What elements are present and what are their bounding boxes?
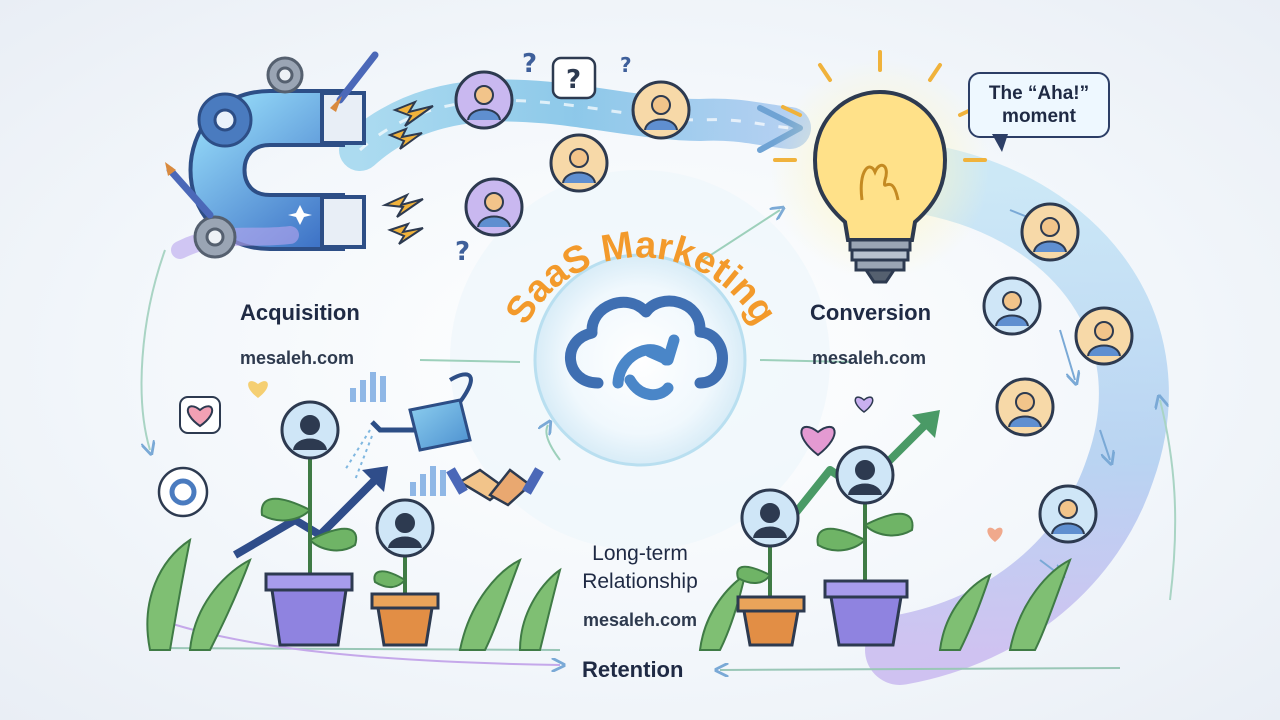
foliage-right <box>698 557 1072 651</box>
person-avatar-icon <box>1020 202 1080 262</box>
growth-arrow-left <box>232 472 383 559</box>
heart-icon <box>987 527 1003 542</box>
plant-pot-purple-left <box>260 450 358 647</box>
avatar-group <box>280 70 1134 558</box>
person-avatar-icon <box>375 498 435 558</box>
bar-chart-icon <box>410 466 446 496</box>
heart-icon <box>854 396 874 413</box>
heart-icon <box>248 381 268 398</box>
handshake-icon <box>446 467 544 507</box>
gear-icon <box>193 215 237 259</box>
growth-arrow-right-head <box>912 410 940 438</box>
magnet-icon <box>188 89 366 251</box>
acquisition-site-label: mesaleh.com <box>240 348 355 368</box>
relationship-label-line1: Long-term <box>592 542 688 565</box>
lightning-icon <box>381 99 434 245</box>
person-avatar-icon <box>549 133 609 193</box>
plant-pot-orange-left <box>370 555 440 647</box>
aha-bubble-tail <box>992 134 1008 152</box>
gear-icon <box>197 92 253 148</box>
aha-moment-bubble: The “Aha!” moment <box>968 72 1110 138</box>
cloud-sync-icon <box>564 295 728 401</box>
heart-icon <box>179 396 221 434</box>
heart-icon <box>800 425 836 457</box>
person-avatar-icon <box>1074 306 1134 366</box>
plant-pot-purple-right <box>816 500 914 647</box>
growth-arrow-left-head <box>362 466 388 492</box>
svg-text:?: ? <box>455 237 470 267</box>
conversion-site-label: mesaleh.com <box>812 348 927 368</box>
question-bubble: ? <box>551 56 597 100</box>
svg-text:SaaS Marketing: SaaS Marketing <box>498 224 785 331</box>
retention-label: Retention <box>582 657 684 682</box>
svg-text:?: ? <box>522 49 537 79</box>
person-avatar-icon <box>280 400 340 460</box>
foliage-left <box>146 537 562 651</box>
relationship-site-label: mesaleh.com <box>582 610 698 630</box>
svg-text:?: ? <box>566 65 581 95</box>
aha-bubble-line2: moment <box>1002 106 1076 127</box>
person-avatar-icon <box>982 276 1042 336</box>
person-avatar-icon <box>464 177 524 237</box>
watering-can-icon <box>344 372 473 481</box>
lightbulb-icon <box>770 50 990 284</box>
paintbrush-icon <box>330 51 379 112</box>
person-avatar-icon <box>835 445 895 505</box>
paintbrush-icon <box>165 162 214 219</box>
person-avatar-icon <box>995 377 1055 437</box>
plant-pot-orange-right <box>736 545 806 647</box>
person-avatar-icon <box>1038 484 1098 544</box>
svg-text:?: ? <box>620 53 632 77</box>
aha-bubble-line1: The “Aha!” <box>988 83 1090 104</box>
gear-icon <box>266 56 304 94</box>
saas-marketing-title: SaaS Marketing <box>490 205 790 365</box>
gear-icon <box>157 466 209 518</box>
bar-chart-icon <box>350 372 386 402</box>
person-avatar-icon <box>631 80 691 140</box>
question-mark-icon: ? ? ? <box>455 49 632 267</box>
person-avatar-icon <box>454 70 514 130</box>
relationship-label-line2: Relationship <box>582 570 698 593</box>
acquisition-label: Acquisition <box>240 300 360 325</box>
person-avatar-icon <box>740 488 800 548</box>
conversion-label: Conversion <box>810 300 932 325</box>
